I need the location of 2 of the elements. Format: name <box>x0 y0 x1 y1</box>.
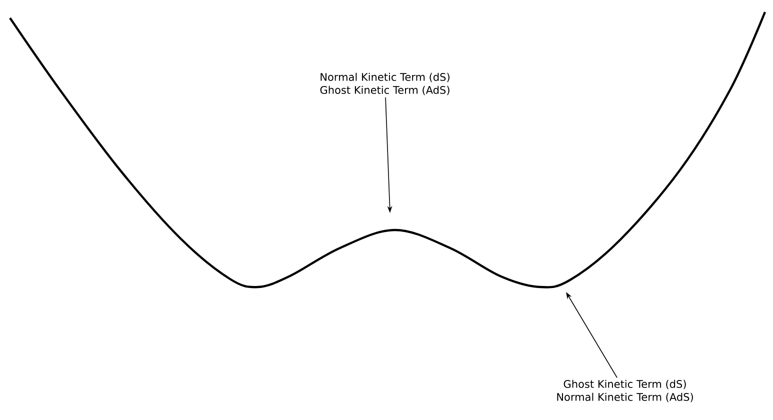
annotation-text: Ghost Kinetic Term (dS) Normal Kinetic Term (AdS) <box>557 380 693 402</box>
annotation-text: Normal Kinetic Term (dS) Ghost Kinetic Term (AdS) <box>320 72 450 96</box>
